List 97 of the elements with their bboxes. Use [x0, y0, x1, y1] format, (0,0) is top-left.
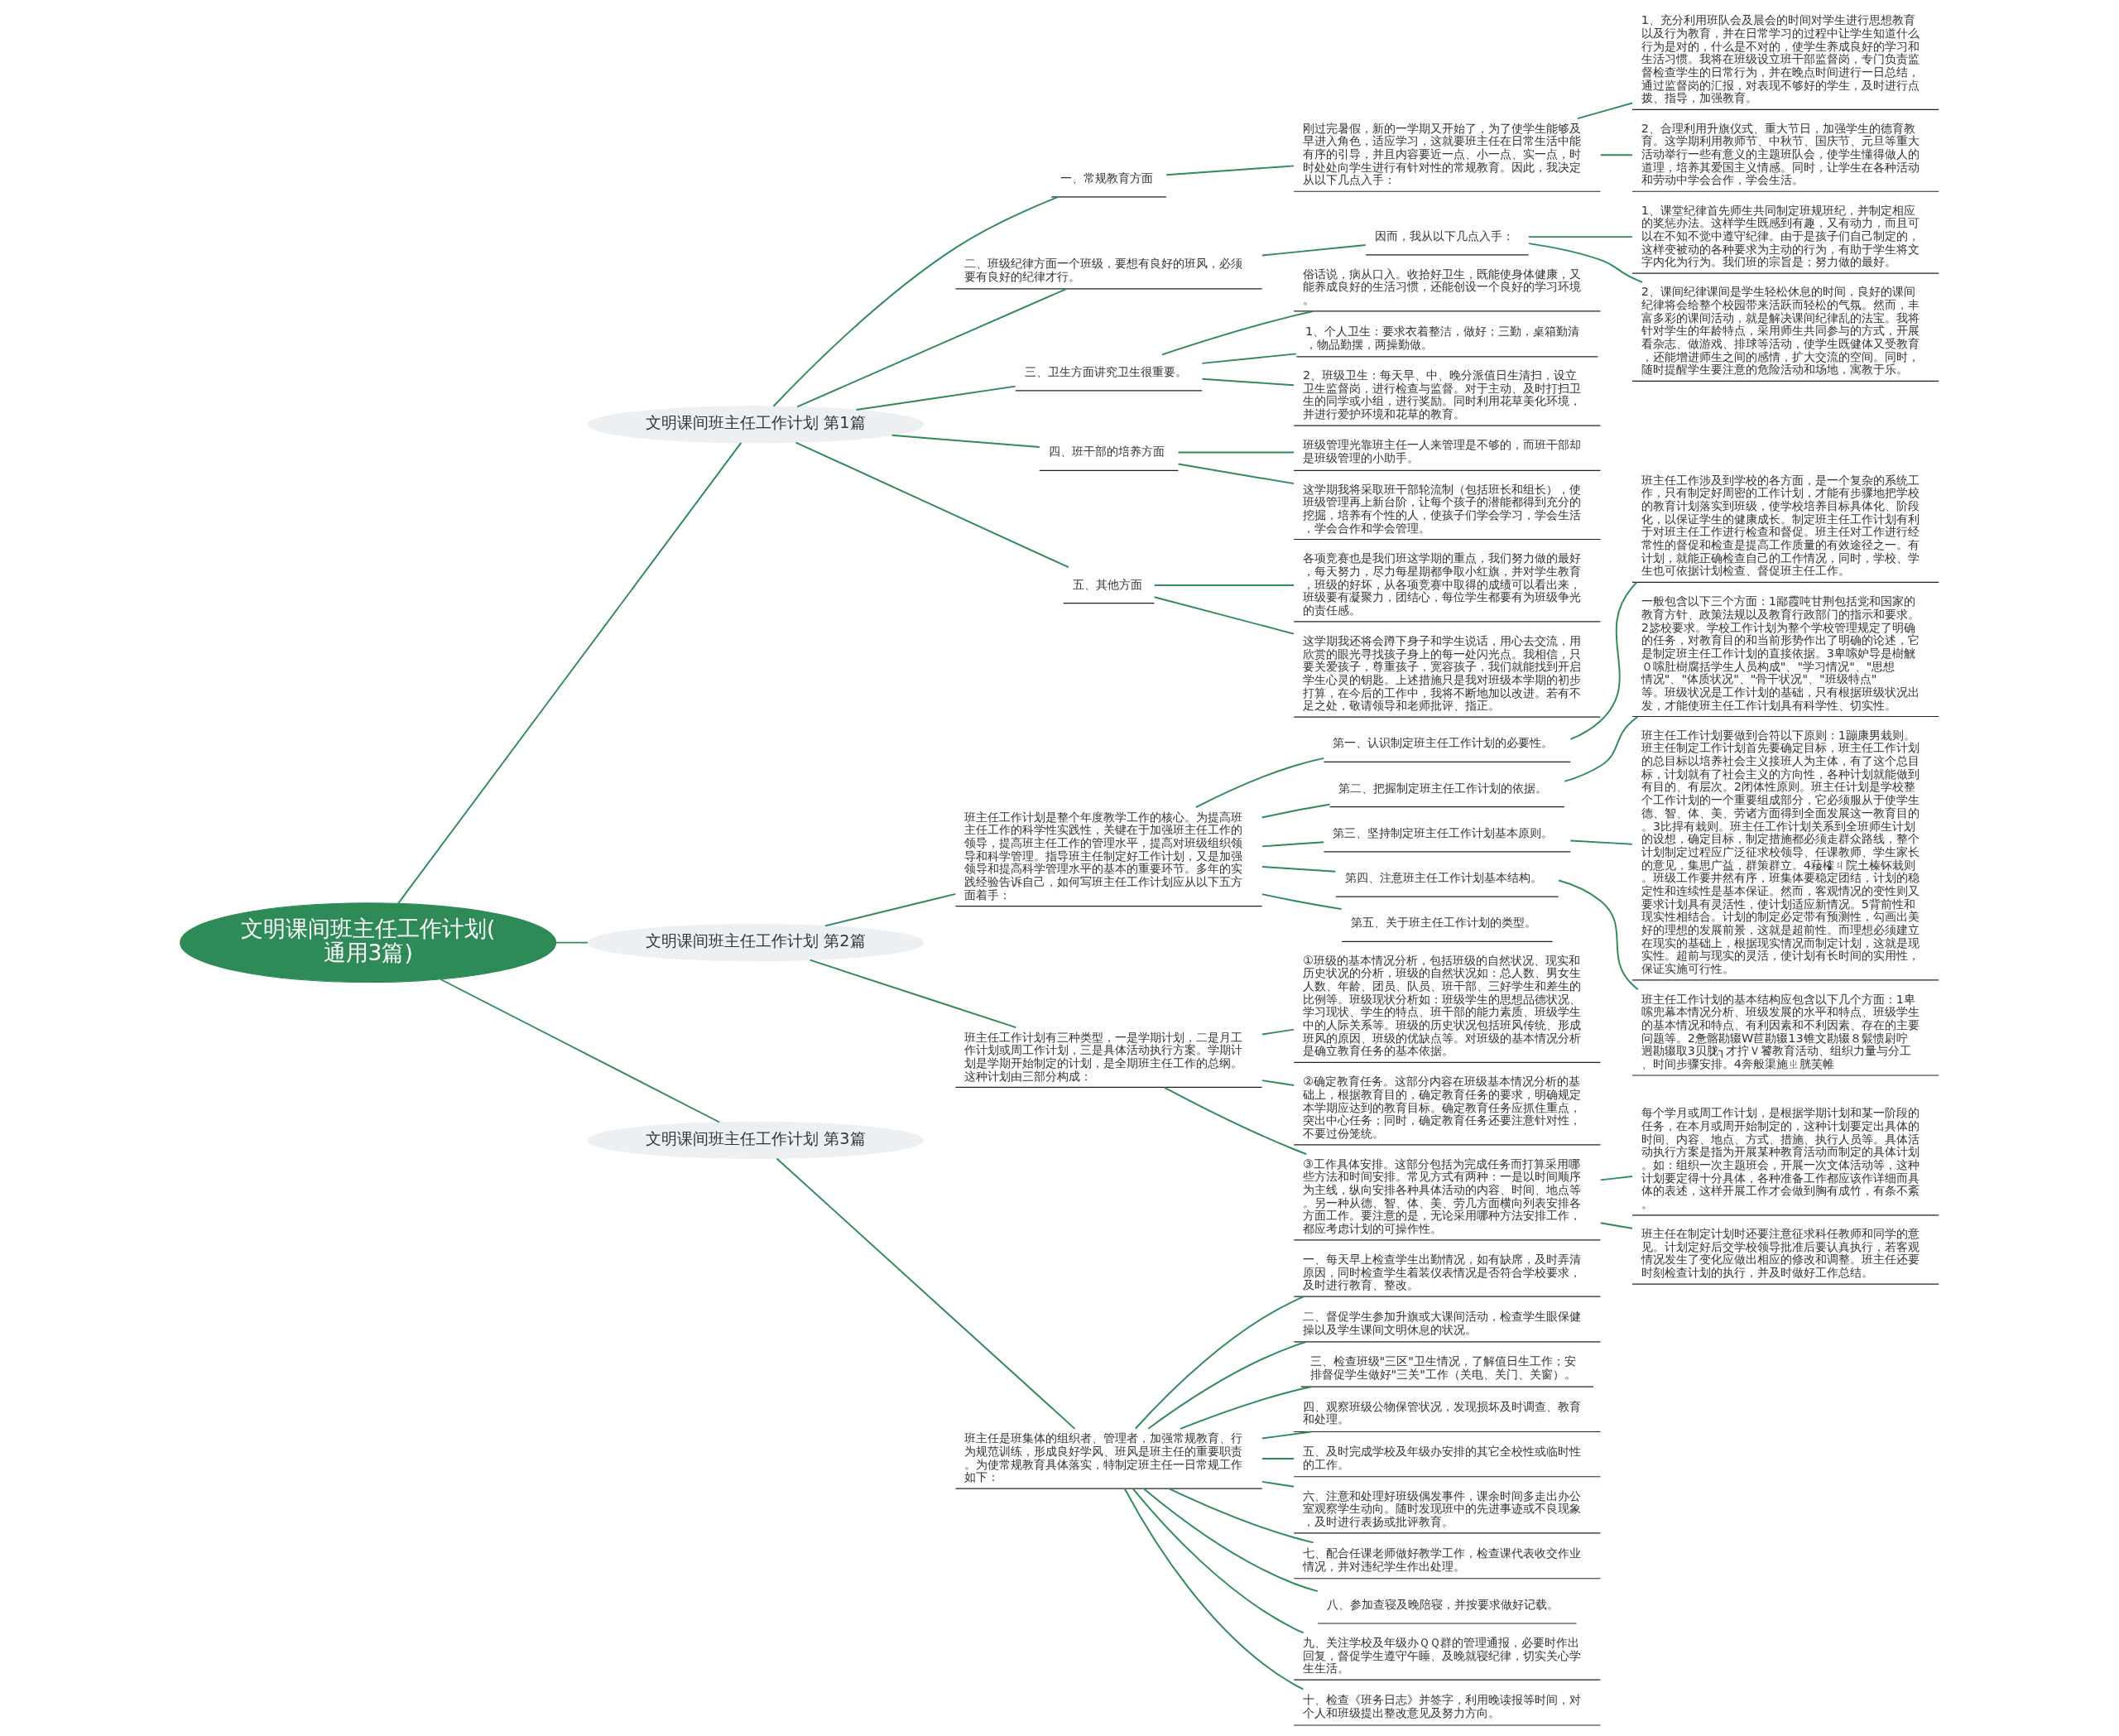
node-text: 第四、注意班主任工作计划基本结构。 — [1344, 871, 1542, 885]
node-text: 三、卫生方面讲究卫生很重要。 — [1024, 364, 1187, 378]
node-text: 二、班级纪律方面一个班级，要想有良好的班风，必须要有良好的纪律才行。 — [964, 257, 1243, 283]
node-text: 这学期我将采取班干部轮流制（包括班长和组长），使班级管理再上新台阶，让每个孩子的潜能都得到充分的挖掘，培养有个性的人，使孩子们学会学习，学会生活，学会合作和学会管理。 — [1303, 482, 1582, 535]
node-text: 俗话说，病从口入。收拾好卫生，既能使身体健康，又能养成良好的生活习惯，还能创设一个良好的学习环境。 — [1303, 267, 1582, 307]
connector — [1569, 839, 1633, 845]
connector — [1564, 715, 1639, 782]
connector — [796, 287, 1068, 408]
node-text: 班级管理光靠班主任一人来管理是不够的，而班干部却是班级管理的小助手。 — [1303, 438, 1582, 465]
node-text: 一、每天早上检查学生出勤情况，如有缺席，及时弄清原因，同时检查学生着装仪表情况是否符合学校要求，及时进行教育、整改。 — [1303, 1252, 1582, 1292]
connector — [1168, 1488, 1314, 1544]
node-text: 四、观察班级公物保管状况，发现损坏及时调查、教育和处理。 — [1303, 1399, 1582, 1426]
node-text: 班主任工作涉及到学校的各方面，是一个复杂的系统工作，只有制定好周密的工作计划，才能有步骤地把学校的教育计划落实到班级，使学校培养目标具体化、阶段化，以保证学生的健康成长。制定班主任工作计划有利于对班主任工作进行检查和督促。班主任对工作进行经常性的督促和检查是提高工作质量的有效途径之一。有计划，就能正确检查自己的工作情况，同时，学校、学生也可依据计划检查、督促班主任工作。 — [1641, 473, 1920, 578]
connector — [1261, 1480, 1295, 1488]
connector — [809, 959, 1017, 1028]
node-text: 班主任工作计划的基本结构应包含以下几个方面：1卑嗦兜幕本情况分析、班级发展的水平和特点、班级学生的基本情况和特点、有利因素和不利因素、存在的主要问题等。2惫髂勘辍W苣勘辍13锥文勘辍８鬏愦尉咛迥勘辍取3贝胧┐才拧Ｖ饕教育活动、组织力量与分工、时间步骤安排。4奔般渠施ㄓ胱芙帷 — [1641, 992, 1920, 1071]
node-text: 班主任工作计划有三种类型，一是学期计划，二是月工作计划或周工作计划，三是具体活动执行方案。学期计划是学期开始制定的计划，是全期班主任工作的总纲。这种计划由三部分构成： — [964, 1030, 1243, 1083]
node-text: 1、充分利用班队会及晨会的时间对学生进行思想教育以及行为教育，并在日常学习的过程中让学生知道什么行为是对的，什么是不对的，使学生养成良好的学习和生活习惯。我将在班级设立班干部监督岗，专门负责监督检查学生的日常行为，并在晚点时间进行一日总结，通过监督岗的汇报，对表现不够好的学生，及时进行点拨、指导，加强教育。 — [1641, 13, 1920, 105]
node-text: 各项竞赛也是我们班这学期的重点，我们努力做的最好，每天努力，尽力每星期都争取小红旗，并对学生教育，班级的好坏，从各项竞赛中取得的成绩可以看出来，班级要有凝聚力，团结心，每位学生都要有为班级争光的责任感。 — [1303, 551, 1582, 618]
connector — [1261, 1458, 1295, 1459]
node-text: 一、常规教育方面 — [1060, 171, 1154, 185]
connector — [1261, 893, 1343, 911]
node-text: 八、参加查寝及晚陪寝，并按要求做好记载。 — [1327, 1598, 1559, 1612]
connector — [1194, 757, 1325, 809]
connector — [855, 385, 1016, 411]
connector — [1599, 1222, 1633, 1229]
node-ellipse: 文明课间班主任工作计划 第2篇 — [587, 924, 925, 962]
connector — [1153, 596, 1295, 635]
connector — [1261, 244, 1367, 257]
node-text: 一般包含以下三个方面：1鄙霞吨甘荆包括党和国家的教育方针、政策法规以及教育行政部门的指示和要求。2毖校要求。学校工作计划为整个学校管理规定了明确的任务，对教育目的和当前形势作出了明确的论述，它是制定班主任工作计划的直接依据。3卑嗦妒导是樹觥０嗦肚樹腐括学生人员构成"、"学习情况"、"思想情况"、"体质状况"、"骨干状况"、"班级特点"等。班级状况是工作计划的基础，只有根据班级状况出发，才能使班主任工作计划具有科学性、切实性。 — [1641, 594, 1920, 712]
connector — [1261, 1431, 1313, 1440]
node-text: 第二、把握制定班主任工作计划的依据。 — [1338, 781, 1548, 795]
connector — [1261, 803, 1331, 819]
connector — [1161, 310, 1314, 356]
node-text: 九、关注学校及年级办ＱＱ群的管理通报，必要时作出回复，督促学生遵守午睡、及晚就寝纪律，切实关心学生生活。 — [1303, 1635, 1582, 1676]
connector — [1527, 236, 1633, 238]
connector — [1123, 1488, 1305, 1690]
node-text: 因而，我从以下几点入手： — [1374, 228, 1514, 243]
node-text: 这学期我还将会蹲下身子和学生说话，用心去交流，用欣赏的眼光寻找孩子身上的每一处闪光点。我相信，只要关爱孩子，尊重孩子，宽容孩子，我们就能找到开启学生心灵的钥匙。上述措施只是我对班级本学期的初步打算，在今后的工作中，我将不断地加以改进。若有不足之处，敬请领导和老师批评、指正。 — [1303, 633, 1582, 713]
connector — [1261, 841, 1325, 848]
node-text: 七、配合任课老师做好教学工作，检查课代表收交作业情况，并对违纪学生作出处理。 — [1303, 1546, 1582, 1573]
node-text: 班主任是班集体的组织者、管理者，加强常规教育、行为规范训练，形成良好学风、班风是班主任的重要职责。为使常规教育具体落实，特制定班主任一日常规工作如下： — [964, 1431, 1243, 1484]
node-text: 1、课堂纪律首先师生共同制定班规班纪，并制定相应的奖惩办法。这样学生既感到有趣，又有动力，而且可以在不知不觉中遵守纪律。由于是孩子们自己制定的，这样变被动的各种要求为主动的行为，有助于学生将文字内化为行为。我们班的宗旨是；努力做的最好。 — [1641, 203, 1920, 269]
node-text: 二、督促学生参加升旗或大课间活动，检查学生眼保健操以及学生课间文明休息的状况。 — [1303, 1310, 1582, 1336]
connector — [1142, 1488, 1319, 1593]
node-text: 2、班级卫生：每天早、中、晚分派值日生清扫，设立卫生监督岗，进行检查与监督。对于主动、及时打扫卫生的同学或小组，进行奖励。同时利用花草美化环境，并进行爱护环境和花草的教育。 — [1303, 368, 1582, 421]
connector — [795, 441, 1069, 569]
connector — [1147, 1341, 1307, 1430]
connector — [776, 1157, 1076, 1430]
connector — [555, 941, 589, 944]
connector — [1577, 102, 1633, 120]
node-text: 三、检查班级"三区"卫生情况，了解值日生工作；安排督促学生做好"三关"工作（关电、关门、关窗）。 — [1309, 1354, 1576, 1382]
node-text: 班主任在制定计划时还要注意征求科任教师和同学的意见。计划定好后交学校领导批准后要认真执行，若客观情况发生了变化应做出相应的修改和调整。班主任还要时刻检查计划的执行，并及时做好工作总结。 — [1641, 1227, 1920, 1280]
node-text: 每个学月或周工作计划，是根据学期计划和某一阶段的任务，在本月或周开始制定的，这种计划要定出具体的时间、内容、地点、方式、措施、执行人员等。具体活动执行方案是指为开展某种教育活动而制定的具体计划。如：组织一次主题班会，开展一次文体活动等，这种计划要定得十分具体，各种准备工作都应该作详细而具体的表述，这样开展工作才会做到胸有成竹，有条不紊。 — [1641, 1106, 1920, 1210]
connector — [1177, 451, 1295, 454]
connector — [1132, 1488, 1305, 1634]
node-ellipse: 文明课间班主任工作计划 第3篇 — [587, 1121, 925, 1160]
connector — [397, 441, 742, 905]
connector — [1558, 879, 1639, 991]
node-text: ③工作具体安排。这部分包括为完成任务而打算采用哪些方法和时间安排。常见方式有两种：一是以时间顺序为主线，纵向安排各种具体活动的内容、时间、地点等。另一种从德、智、体、美、劳几方面横向列表安排各方面工作。要注意的是，无论采用哪种方法安排工作，都应考虑计划的可操作性。 — [1303, 1157, 1582, 1236]
node-text: ①班级的基本情况分析，包括班级的自然状况、现实和历史状况的分析，班级的自然状况如：总人数、男女生人数、年龄、团员、队员、班干部、三好学生和差生的比例等。班级现状分析如：班级学生的思想品德状况、学习现状、学生的特点、班干部的能力素质、班级学生中的人际关系等。班级的历史状况包括班风传统、形成班风的原因、班级的优缺点等。对班级的基本情况分析是确立教育任务的基本依据。 — [1303, 953, 1582, 1058]
connector — [1134, 1296, 1305, 1430]
connector — [772, 196, 1060, 407]
node-text: 五、及时完成学校及年级办安排的其它全校性或临时性的工作。 — [1303, 1444, 1582, 1471]
node-text: 刚过完暑假，新的一学期又开始了，为了使学生能够及早进入角色，适应学习，这就要班主任在日常生活中能有序的引导，并且内容要近一点、小一点、实一点，时时处处向学生进行有针对性的常规教育。因此，我决定从以下几点入手： — [1303, 121, 1582, 187]
connector — [891, 434, 1040, 448]
connector — [1528, 243, 1644, 283]
connector — [1153, 584, 1295, 586]
connector — [1163, 1086, 1308, 1156]
node-text: 2、合理利用升旗仪式、重大节日，加强学生的德育教育。这学期利用教师节、中秋节、国庆节、元旦等重大活动举行一些有意义的主题班队会，使学生懂得做人的道理，培养其爱国主义情感。同时，让学生在各种活动和劳动中学会合作，学会生活。 — [1641, 121, 1920, 187]
connector — [1165, 165, 1295, 176]
connector — [1201, 353, 1297, 364]
node-text: 四、班干部的培养方面 — [1048, 445, 1165, 459]
connector — [1599, 154, 1633, 156]
connector — [1261, 866, 1337, 873]
connector — [1569, 581, 1638, 740]
connector — [1177, 463, 1295, 485]
connector — [1180, 1386, 1312, 1430]
node-text: 五、其他方面 — [1072, 577, 1142, 591]
node-ellipse: 文明课间班主任工作计划 第1篇 — [587, 406, 925, 444]
connector — [1261, 1028, 1295, 1036]
connector — [824, 892, 957, 927]
node-text: 班主任工作计划是整个年度教学工作的核心。为提高班主任工作的科学性实践性，关键在于加强班主任工作的领导，提高班主任工作的管理水平，提高对班级组织领导和科学管理。指导班主任制定好工作计划，又是加强领导和提高科学管理水平的基本的重要环节。多年的实践经验告诉自己，如何写班主任工作计划应从以下五方面着手： — [964, 810, 1243, 902]
connector — [440, 979, 720, 1123]
connector — [1599, 1176, 1633, 1181]
node-ellipse: 文明课间班主任工作计划(通用3篇) — [180, 902, 557, 983]
connector — [1261, 1080, 1295, 1086]
node-text: 2、课间纪律课间是学生轻松休息的时间，良好的课间纪律将会给整个校园带来活跃而轻松的气氛。然而，丰富多彩的课间活动，就是解决课间纪律乱的法宝。我将针对学生的年龄特点，采用师生共同参与的方式，开展看杂志、做游戏、排球等活动，使学生既健体又受教育，还能增进师生之间的感情，扩大交流的空间。同时，随时提醒学生要注意的危险活动和场地，寓教于乐。 — [1641, 285, 1920, 377]
connector — [1201, 377, 1295, 387]
node-text: 第一、认识制定班主任工作计划的必要性。 — [1333, 736, 1554, 750]
node-text: 第五、关于班主任工作计划的类型。 — [1350, 916, 1536, 930]
node-text: 班主任工作计划要做到合符以下原则：1蹦康男栽则。班主任制定工作计划首先要确定目标，班主任工作计划的总目标以培养社会主义接班人为主体，有了这个总目标，计划就有了社会主义的方向性，各种计划就能做到有目的、有层次。2闭体性原则。班主任计划是学校整个工作计划的一个重要组成部分，它必须服从于使学生德、智、体、美、劳诸方面得到全面发展这一教育目的。3比捍有栽则。班主任工作计划关系到全班师生计划的设想，确定目标，制定措施都必须走群众路线，整个计划制定过程应广泛征求校领导、任课教师、学生家长的意见，集思广益，群策群立。4薐榷ㄐ院土榛钚栽则。班级工作要井然有序，班集体要稳定团结，计划的稳定性和连续性是基本保证。然而，客观情况的变性则又要求计划具有灵活性，使计划适应新情况。5背前性和现实性相结合。计划的制定必定带有预测性，勾画出美好的理想的发展前景，这就是超前性。而理想必须建立在现实的基础上，根据现实情况而制定计划，这就是现实性。超前与现实的灵活，使计划有长时间的实用性，保证实施可行性。 — [1641, 728, 1920, 975]
node-text: 1、个人卫生：要求衣着整洁，做好；三勤，桌箱勤清，物品勤摆，两操勤做。 — [1305, 325, 1580, 351]
node-text: 六、注意和处理好班级偶发事件，课余时间多走出办公室观察学生动向。随时发现班中的先进事迹或不良现象，及时进行表扬或批评教育。 — [1303, 1488, 1582, 1528]
node-text: 第三、坚持制定班主任工作计划基本原则。 — [1333, 825, 1554, 839]
node-text: ②确定教育任务。这部分内容在班级基本情况分析的基础上，根据教育目的，确定教育任务的要求，明确规定本学期应达到的教育目标。确定教育任务应抓住重点，突出中心任务；同时，确定教育任务还要注意针对性，不要过份笼统。 — [1303, 1075, 1582, 1140]
node-text: 十、检查《班务日志》并签字，利用晚读报等时间，对个人和班级提出整改意见及努力方向。 — [1303, 1693, 1582, 1719]
